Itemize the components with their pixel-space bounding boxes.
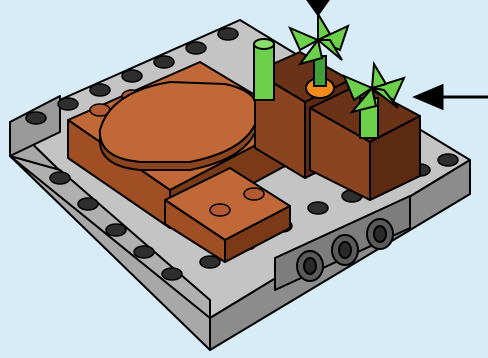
arrow-pointing-left-icon (416, 86, 488, 108)
arrow-pointing-down-icon (308, 0, 328, 14)
